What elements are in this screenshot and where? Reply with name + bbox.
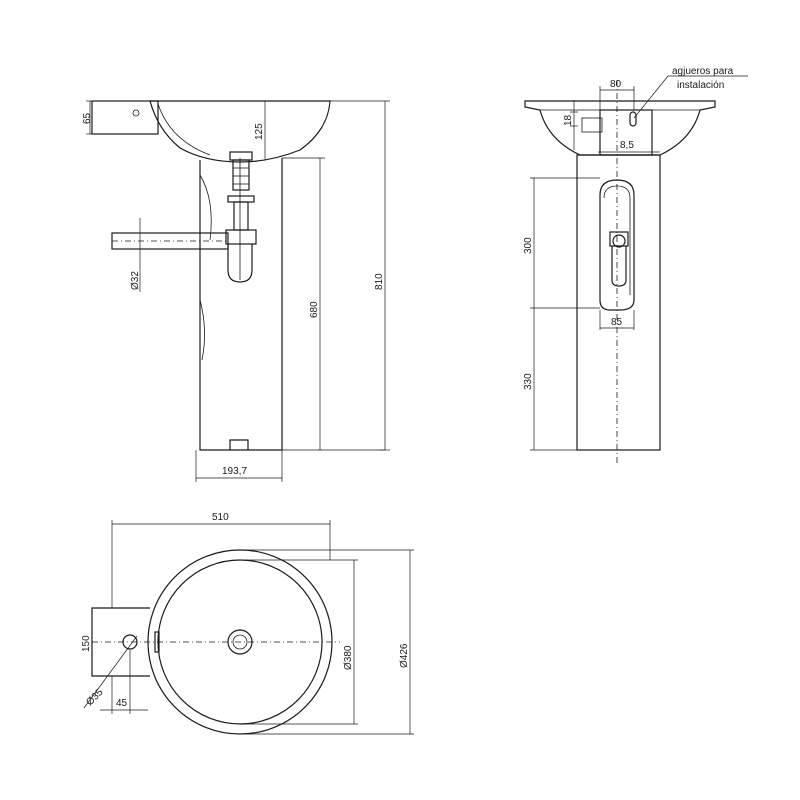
side-mount-bracket <box>91 100 159 135</box>
top-view: 510 150 Ø380 Ø426 Ø35 45 <box>81 512 414 735</box>
note-install-holes-2: instalación <box>677 80 724 91</box>
dim-d380: Ø380 <box>343 645 354 670</box>
side-pedestal <box>199 158 283 451</box>
rear-trap-outlet <box>612 234 626 248</box>
dim-125: 125 <box>254 123 265 140</box>
dim-150: 150 <box>81 635 92 652</box>
side-basin-bowl <box>149 100 331 163</box>
dim-65: 65 <box>82 112 93 124</box>
side-bracket-hole <box>132 109 140 117</box>
install-slot <box>629 111 637 127</box>
top-drain-inner <box>232 634 248 650</box>
side-access-notch <box>229 439 249 450</box>
side-view: 65 125 810 680 Ø32 193,7 <box>82 100 390 482</box>
dim-d426: Ø426 <box>399 643 410 668</box>
dim-d35: Ø35 <box>84 687 105 708</box>
rear-pedestal <box>576 154 661 451</box>
dim-8-5: 8,5 <box>620 140 634 151</box>
dim-680: 680 <box>309 301 320 318</box>
dim-45: 45 <box>116 698 128 709</box>
dim-d32: Ø32 <box>130 271 141 290</box>
rear-opening <box>599 179 635 311</box>
dim-510: 510 <box>212 512 229 523</box>
dim-80: 80 <box>610 79 622 90</box>
rear-mount-plate <box>599 109 653 156</box>
dim-193-7: 193,7 <box>222 466 247 477</box>
drain-trap <box>225 151 257 283</box>
dim-18: 18 <box>563 114 574 126</box>
note-install-holes-1: agjueros para <box>672 66 734 77</box>
dim-85: 85 <box>611 317 623 328</box>
dim-300: 300 <box>523 237 534 254</box>
rear-view: agjueros para instalación 80 18 8,5 300 … <box>523 66 748 465</box>
dim-330: 330 <box>523 373 534 390</box>
dim-810: 810 <box>374 273 385 290</box>
